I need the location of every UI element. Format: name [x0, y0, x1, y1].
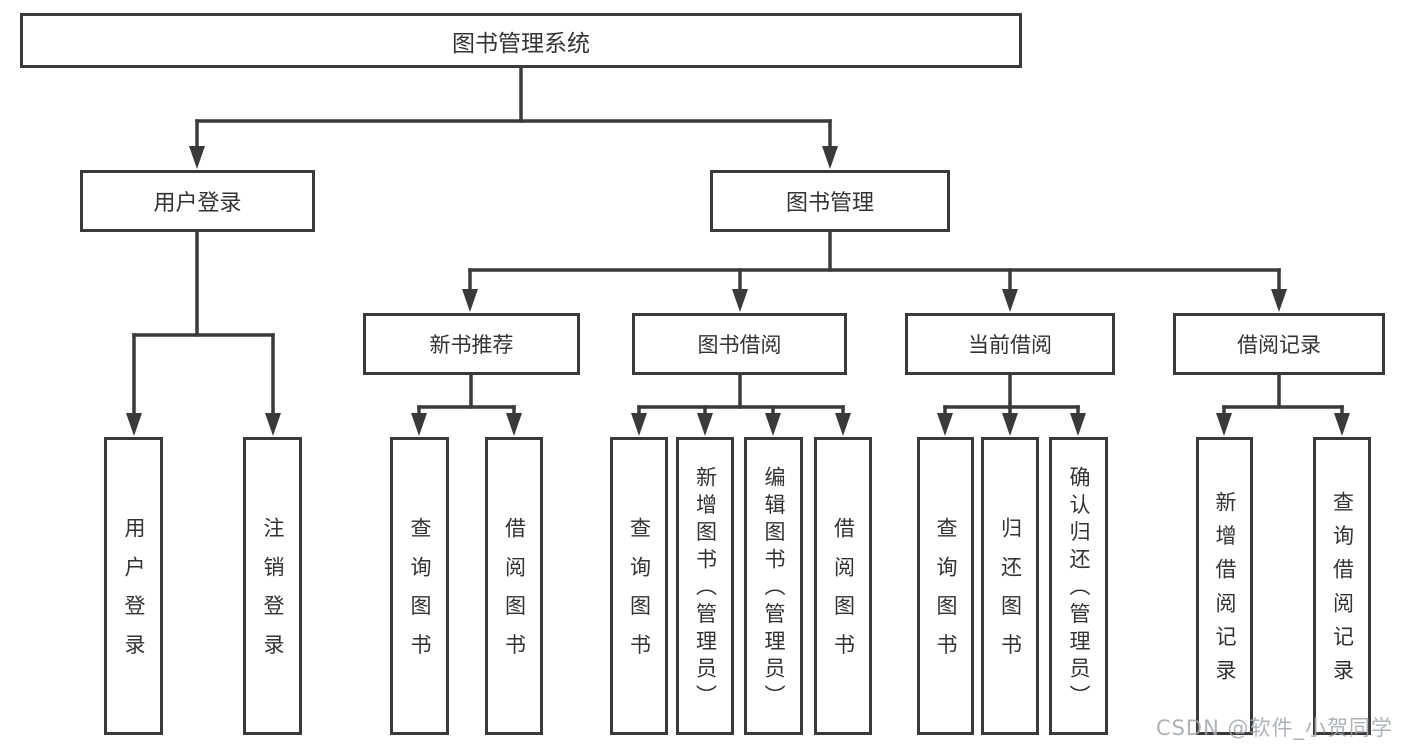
leaf-return-book-label: 归还图书: [998, 517, 1023, 673]
node-current-borrow: 当前借阅: [905, 313, 1115, 375]
node-new-book-recommend: 新书推荐: [363, 313, 580, 375]
node-book-management: 图书管理: [710, 170, 950, 232]
leaf-search-books-recommend: 查询图书: [390, 437, 449, 735]
leaf-return-book: 归还图书: [981, 437, 1039, 735]
leaf-confirm-return-admin: 确认归还（管理员）: [1049, 437, 1108, 735]
node-book-borrow: 图书借阅: [632, 313, 847, 375]
leaf-search-books-borrow-label: 查询图书: [627, 517, 652, 673]
leaf-user-login: 用户登录: [104, 437, 163, 735]
node-borrow-records-label: 借阅记录: [1237, 333, 1321, 357]
node-root-label: 图书管理系统: [452, 30, 590, 57]
node-book-borrow-label: 图书借阅: [697, 333, 782, 357]
leaf-edit-book-admin: 编辑图书（管理员）: [744, 437, 803, 735]
leaf-search-books-borrow: 查询图书: [610, 437, 668, 735]
leaf-logout-label: 注销登录: [261, 517, 285, 673]
leaf-borrow-books: 借阅图书: [814, 437, 872, 735]
leaf-add-borrow-record: 新增借阅记录: [1196, 437, 1253, 735]
leaf-confirm-return-admin-label: 确认归还（管理员）: [1067, 466, 1091, 712]
leaf-search-borrow-record: 查询借阅记录: [1313, 437, 1371, 735]
node-user-login: 用户登录: [80, 170, 315, 232]
leaf-search-books-recommend-label: 查询图书: [408, 517, 432, 673]
leaf-search-books-current: 查询图书: [917, 437, 974, 735]
node-borrow-records: 借阅记录: [1173, 313, 1385, 375]
node-book-management-label: 图书管理: [785, 191, 874, 216]
node-current-borrow-label: 当前借阅: [968, 333, 1052, 357]
leaf-edit-book-admin-label: 编辑图书（管理员）: [762, 466, 786, 712]
leaf-add-book-admin: 新增图书（管理员）: [676, 437, 734, 735]
leaf-user-login-label: 用户登录: [122, 517, 146, 673]
node-new-book-recommend-label: 新书推荐: [429, 333, 514, 357]
leaf-search-borrow-record-label: 查询借阅记录: [1330, 491, 1355, 694]
node-user-login-label: 用户登录: [153, 191, 242, 216]
leaf-search-books-current-label: 查询图书: [934, 517, 958, 673]
leaf-borrow-books-recommend: 借阅图书: [485, 437, 543, 735]
leaf-borrow-books-label: 借阅图书: [831, 517, 856, 673]
leaf-logout: 注销登录: [243, 437, 302, 735]
node-root: 图书管理系统: [20, 13, 1022, 68]
leaf-borrow-books-recommend-label: 借阅图书: [502, 517, 527, 673]
watermark: CSDN @软件_小贺同学: [1155, 716, 1393, 740]
leaf-add-borrow-record-label: 新增借阅记录: [1213, 491, 1237, 694]
leaf-add-book-admin-label: 新增图书（管理员）: [693, 466, 718, 712]
